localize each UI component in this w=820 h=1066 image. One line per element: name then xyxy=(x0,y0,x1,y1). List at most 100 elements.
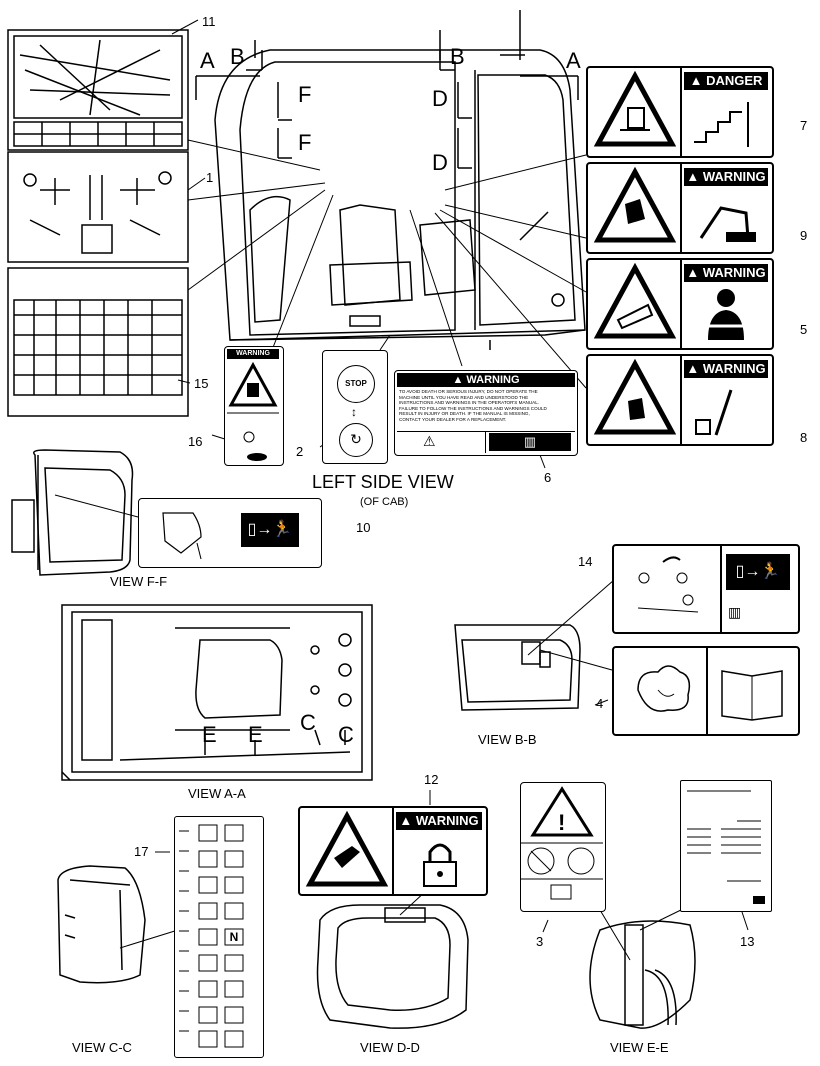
section-c-2: C xyxy=(338,722,354,747)
view-dd-drawing xyxy=(316,904,469,1029)
callout-6: 6 xyxy=(544,470,552,485)
danger-header: ▲ DANGER xyxy=(684,72,768,90)
section-markers xyxy=(195,50,579,169)
section-b-left: B xyxy=(230,44,245,69)
section-b-right: B xyxy=(450,44,465,69)
tipover-hazard-icon xyxy=(593,262,677,339)
view-aa-label: VIEW A-A xyxy=(188,786,246,801)
decal-4-clean-read-manual xyxy=(612,646,800,736)
window-icon xyxy=(162,512,202,560)
callout-13: 13 xyxy=(740,934,755,949)
warning-header: ▲ WARNING xyxy=(397,373,575,387)
manual-icon: ▥ xyxy=(489,433,571,451)
warning-text: TO AVOID DEATH OR SERIOUS INJURY, DO NOT… xyxy=(399,389,547,422)
stairs-icon xyxy=(694,102,749,147)
exit-icon: ▯→🏃 xyxy=(726,554,790,590)
decal-13-text-lines xyxy=(687,790,765,904)
decal-8-warning: ▲ WARNING xyxy=(586,354,774,446)
seatbelt-icon xyxy=(702,289,750,340)
callout-11: 11 xyxy=(202,14,216,29)
decal-2-stop: STOP ↕ ↻ xyxy=(322,350,388,464)
callout-16: 16 xyxy=(188,434,203,449)
leader-lines xyxy=(54,19,749,961)
section-d-top: D xyxy=(432,86,448,111)
callout-4: 4 xyxy=(596,696,604,711)
view-ee-label: VIEW E-E xyxy=(610,1040,669,1055)
view-ee-drawing xyxy=(589,920,696,1029)
view-aa-drawing xyxy=(61,604,373,781)
decal-5-warning-seatbelt: ▲ WARNING xyxy=(586,258,774,350)
callout-5: 5 xyxy=(800,322,808,337)
excavator-hazard-icon xyxy=(593,166,677,243)
warning-header: ▲ WARNING xyxy=(684,360,768,378)
callout-3: 3 xyxy=(536,934,544,949)
view-bb-drawing xyxy=(454,624,581,711)
section-c-1: C xyxy=(300,710,316,735)
warning-header: WARNING xyxy=(227,349,279,359)
pinch-hazard-icon xyxy=(305,810,389,887)
alert-icon: ⚠ xyxy=(423,433,436,449)
decal-1-controls-pattern xyxy=(7,151,189,263)
decal-11-dashboard-drawing xyxy=(7,29,189,151)
callout-2: 2 xyxy=(296,444,304,459)
warning-header: ▲ WARNING xyxy=(684,264,768,282)
view-bb-label: VIEW B-B xyxy=(478,732,537,747)
section-f-top: F xyxy=(298,82,312,107)
main-view-subtitle: (OF CAB) xyxy=(360,496,409,508)
decal-16-warning: WARNING xyxy=(224,346,284,466)
lever-icon xyxy=(695,389,733,436)
decal-15-load-chart xyxy=(7,267,189,417)
manual-icon xyxy=(721,670,783,721)
section-f-bottom: F xyxy=(298,130,312,155)
lock-icon xyxy=(423,843,457,887)
stop-sign: STOP xyxy=(337,365,375,403)
callout-10: 10 xyxy=(356,520,371,535)
callout-7: 7 xyxy=(800,118,808,133)
decal-16-icons xyxy=(227,361,279,461)
section-e-2: E xyxy=(248,722,263,747)
view-ff-label: VIEW F-F xyxy=(110,574,168,589)
section-a-right: A xyxy=(566,48,581,73)
decal-6-warning-text: ▲ WARNING TO AVOID DEATH OR SERIOUS INJU… xyxy=(394,370,578,456)
decal-13-info-plate xyxy=(680,780,772,912)
decal-17-symbols xyxy=(179,824,244,1048)
boom-icon xyxy=(699,206,756,242)
decal-3-icons: ! xyxy=(521,786,603,900)
arrow-icon: ↕ xyxy=(351,405,357,419)
exit-icon: ▯→🏃 xyxy=(241,513,299,547)
callout-17: 17 xyxy=(134,844,149,859)
callout-14: 14 xyxy=(578,554,593,569)
callout-9: 9 xyxy=(800,228,808,243)
callout-15: 15 xyxy=(194,376,209,391)
decal-9-warning-excavator: ▲ WARNING xyxy=(586,162,774,254)
callout-1: 1 xyxy=(206,170,214,185)
cleaning-icon xyxy=(637,665,691,712)
decal-12-warning-lock: ▲ WARNING xyxy=(298,806,488,896)
svg-text:!: ! xyxy=(558,810,565,835)
callout-8: 8 xyxy=(800,430,808,445)
view-cc-drawing xyxy=(57,865,146,984)
view-dd-label: VIEW D-D xyxy=(360,1040,420,1055)
cab-side-view xyxy=(214,10,586,350)
main-view-title: LEFT SIDE VIEW xyxy=(312,472,454,492)
view-ff-drawing xyxy=(11,449,134,576)
section-a-left: A xyxy=(200,48,215,73)
callout-12: 12 xyxy=(424,772,439,787)
decal-7-danger: ▲ DANGER xyxy=(586,66,774,158)
crush-hazard-icon xyxy=(593,358,677,435)
view-cc-label: VIEW C-C xyxy=(72,1040,132,1055)
neutral-symbol: N xyxy=(229,930,239,944)
warning-header: ▲ WARNING xyxy=(684,168,768,186)
decal-10-emergency-exit: ▯→🏃 xyxy=(138,498,322,568)
decal-17-control-column: N xyxy=(174,816,264,1058)
manual-icon: ▥ xyxy=(728,604,742,620)
section-d-bottom: D xyxy=(432,150,448,175)
falling-hazard-icon xyxy=(593,70,677,147)
decal-14-exit-instructions: ▯→🏃 ▥ xyxy=(612,544,800,634)
hammer-diagram-icon xyxy=(637,556,699,613)
decal-3-safety: ! xyxy=(520,782,606,912)
warning-header: ▲ WARNING xyxy=(396,812,482,830)
rotate-icon: ↻ xyxy=(339,423,373,457)
